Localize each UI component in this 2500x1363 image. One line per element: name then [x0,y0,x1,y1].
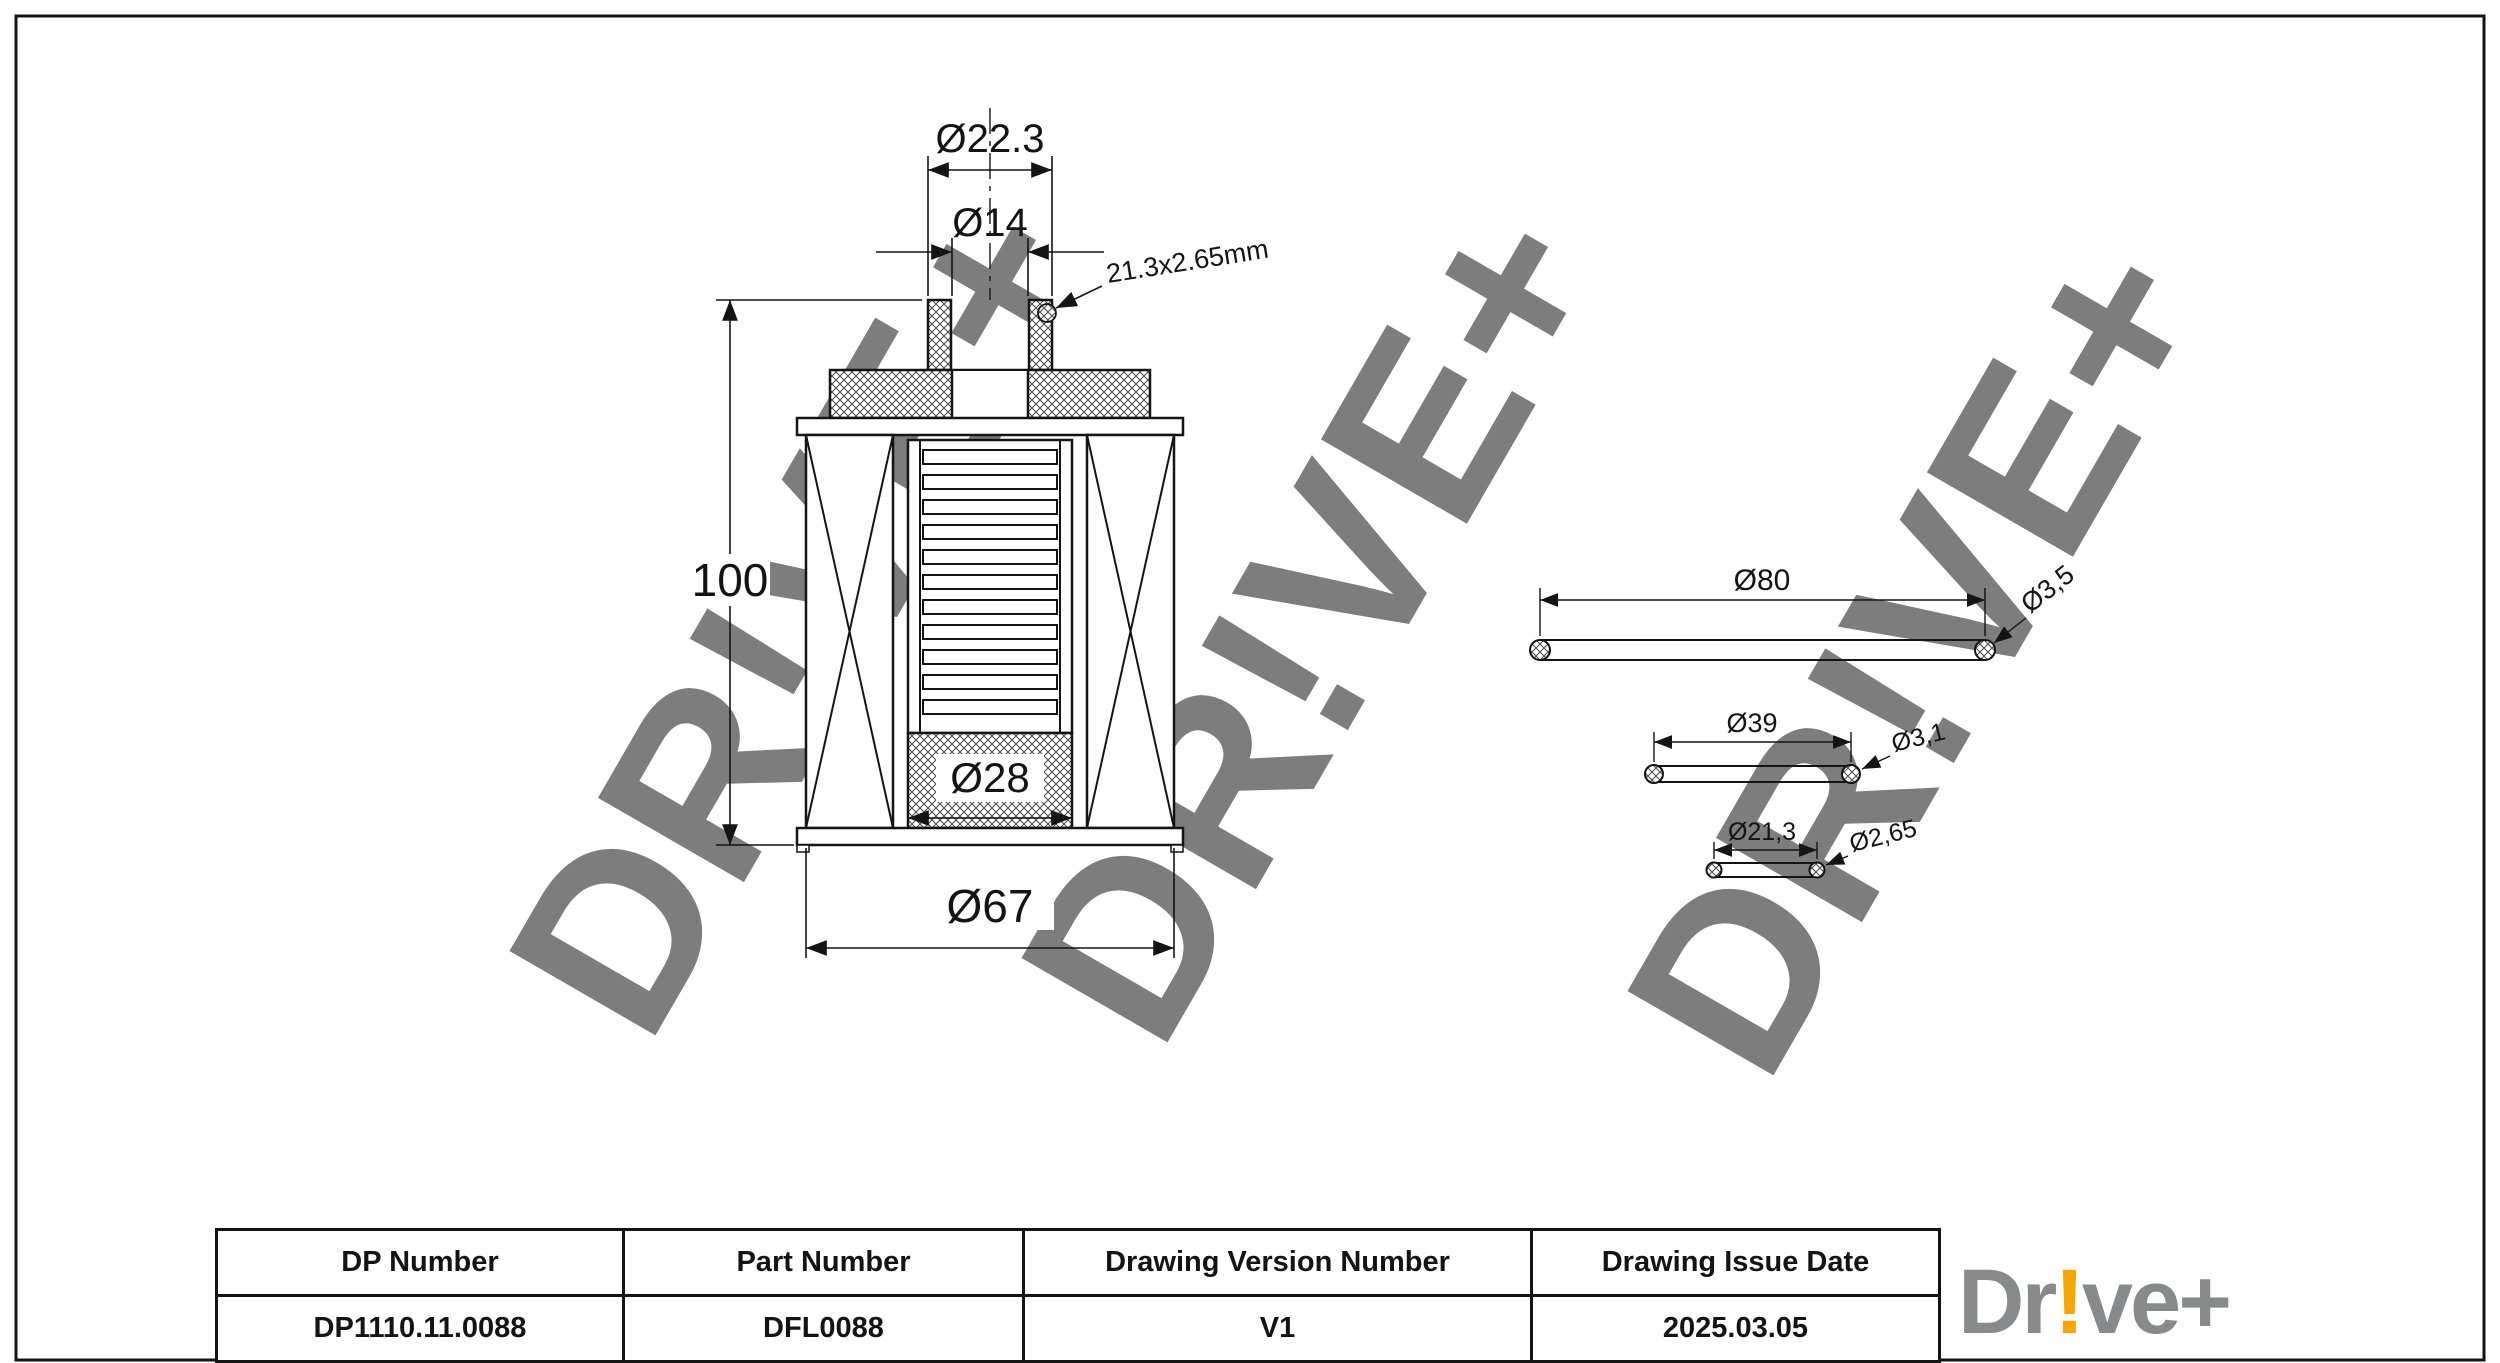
label-background [690,554,770,606]
pleat [922,474,1058,490]
leader-line [1825,851,1849,866]
pleat [922,549,1058,565]
panel-diagonal [1086,434,1175,829]
pleat [922,649,1058,665]
title-block-header-row: DP Number Part Number Drawing Version Nu… [215,1228,1941,1297]
brand-logo: Dr!ve+ [1958,1251,2232,1353]
watermark-group: DR!VE+ DR!VE+ DR!VE+ [455,154,2263,1115]
logo-text-post: ve+ [2081,1251,2232,1353]
pleat [922,599,1058,615]
value-drawing-version: V1 [1022,1294,1533,1363]
pleat [922,524,1058,540]
panel-diagonal [805,434,894,829]
dim-label-inner-diameter: Ø28 [950,754,1029,801]
end-cap-bottom [795,826,1185,847]
dim-label-bore-diameter: Ø14 [952,201,1028,245]
oring-39-dia-label: Ø39 [1726,708,1777,738]
header-issue-date: Drawing Issue Date [1530,1228,1941,1297]
cap-lip-right [1170,844,1184,853]
end-cap-top [795,416,1185,437]
oring-80-dia-label: Ø80 [1734,564,1791,597]
pleats [922,449,1058,715]
value-part-number: DFL0088 [622,1294,1025,1363]
nipple-wall-left [926,298,953,372]
logo-exclamation: ! [2054,1251,2085,1353]
title-block: DP Number Part Number Drawing Version Nu… [215,1228,1941,1363]
cap-lip-left [796,844,810,853]
pleat [922,574,1058,590]
pleat [922,624,1058,640]
dim-label-outer-diameter: Ø22.3 [936,117,1045,161]
label-background [936,754,1044,802]
nipple-oring-cross-section [1037,303,1057,323]
leader-line [1993,617,2027,644]
pleat [922,674,1058,690]
leader-line [1861,755,1891,770]
watermark-text: DR!VE+ [1573,194,2263,1115]
oring-views: Ø80 Ø3,5 Ø39 Ø3,1 [1529,559,2080,879]
oring-39: Ø39 Ø3,1 [1644,708,1948,784]
header-drawing-version: Drawing Version Number [1022,1228,1533,1297]
oring-80: Ø80 Ø3,5 [1529,559,2080,661]
dim-label-height: 100 [692,554,769,606]
oring-21-dia-label: Ø21,3 [1728,818,1796,846]
dim-label-body-diameter: Ø67 [947,880,1034,932]
dimensions: Ø22.3 Ø14 21.3x2.65mm 100 Ø28 [690,117,1271,958]
dim-label-oring-note: 21.3x2.65mm [1104,234,1270,289]
leader-line [1055,285,1103,309]
bore-channel [953,371,1027,417]
pleat [922,699,1058,715]
value-issue-date: 2025.03.05 [1530,1294,1941,1363]
value-dp-number: DP1110.11.0088 [215,1294,625,1363]
label-background [926,882,1054,930]
logo-text-pre: Dr [1958,1251,2057,1353]
pleat [922,449,1058,465]
header-dp-number: DP Number [215,1228,625,1297]
title-block-value-row: DP1110.11.0088 DFL0088 V1 2025.03.05 [215,1294,1941,1363]
header-part-number: Part Number [622,1228,1025,1297]
pleat [922,499,1058,515]
oring-21: Ø21,3 Ø2,65 [1705,814,1920,879]
